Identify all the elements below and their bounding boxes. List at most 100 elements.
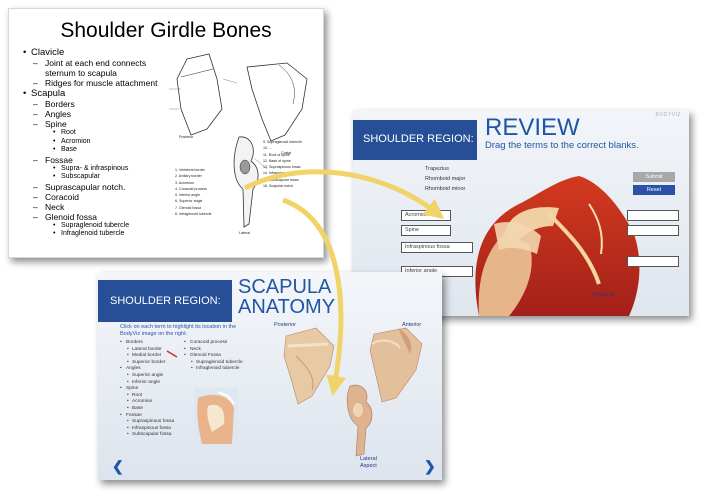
legend-item: 2. Axillary border bbox=[175, 174, 202, 179]
scapula-term-item[interactable]: Root bbox=[120, 393, 210, 400]
outline-item: Acromion bbox=[21, 138, 171, 147]
scapula-term-list-right: Coracoid processNeckGlenoid FossaSupragl… bbox=[184, 340, 264, 373]
scapula-term-item[interactable]: Infraspinous fossa bbox=[120, 426, 210, 433]
outline-item: Angles bbox=[21, 109, 171, 119]
outline-item: Suprascapular notch. bbox=[21, 182, 171, 192]
outline-item: Supraglenoid tubercle bbox=[21, 222, 171, 231]
legend-item: 9. Supraglenoid tubercle bbox=[263, 140, 302, 144]
slide3-title-line2: ANATOMY bbox=[238, 296, 336, 318]
drop-blank-left-2[interactable]: Spine bbox=[401, 225, 451, 236]
slide-shoulder-girdle-bones: Shoulder Girdle Bones ClavicleJoint at e… bbox=[8, 8, 324, 258]
scapula-term-item[interactable]: Fossae bbox=[120, 413, 210, 420]
outline-item: Joint at each end connects bbox=[21, 58, 171, 68]
arrow-to-scapula-icon bbox=[282, 197, 346, 396]
scapula-lateral-view bbox=[346, 384, 373, 457]
forward-arrow-icon[interactable]: ❯ bbox=[424, 458, 436, 474]
scapula-term-item[interactable]: Lateral border bbox=[120, 347, 210, 354]
outline-item: sternum to scapula bbox=[45, 68, 117, 78]
legend-item: 7. Glenoid fossa bbox=[175, 205, 201, 210]
draggable-term-trapezius[interactable]: Trapezius bbox=[425, 166, 449, 172]
scapula-3d-views bbox=[283, 327, 423, 405]
drop-blank-left-3[interactable]: Infraspinous fossa bbox=[401, 242, 473, 253]
lateral-aspect-label-2: Aspect bbox=[360, 463, 377, 469]
slide-review: SHOULDER REGION: REVIEW Drag the terms t… bbox=[353, 110, 689, 316]
scapula-term-item[interactable]: Medial border bbox=[120, 353, 210, 360]
scapula-term-item[interactable]: Supraglenoid tubercle bbox=[184, 360, 264, 367]
outline-item: Scapula bbox=[21, 88, 171, 99]
posterior-diagram-label: Posterior bbox=[179, 135, 194, 139]
outline-item: Infraglenoid tubercle bbox=[21, 230, 171, 239]
outline-item: Subscapular bbox=[21, 173, 171, 182]
posterior-view-label: Posterior bbox=[274, 322, 297, 328]
outline-item: Clavicle bbox=[21, 47, 171, 58]
scapula-term-item[interactable]: Superior angle bbox=[120, 373, 210, 380]
drop-blank-right-2[interactable] bbox=[627, 225, 679, 236]
outline-item: Glenoid fossa bbox=[21, 212, 171, 222]
outline-item: Spine bbox=[21, 119, 171, 129]
scapula-term-item[interactable]: Supraspinous fossa bbox=[120, 419, 210, 426]
arrow-to-review-icon bbox=[243, 169, 445, 219]
bodyviz-brand: BODYVIZ bbox=[655, 112, 681, 118]
back-arrow-icon[interactable]: ❮ bbox=[112, 458, 124, 474]
scapula-term-item[interactable]: Borders bbox=[120, 340, 210, 347]
slide3-header-text: SHOULDER REGION: bbox=[110, 295, 221, 307]
lateral-aspect-label-1: Lateral bbox=[360, 456, 377, 462]
slide1-outline: ClavicleJoint at each end connectssternu… bbox=[21, 47, 171, 239]
scapula-term-item[interactable]: Infraglenoid tubercle bbox=[184, 366, 264, 373]
outline-item: Borders bbox=[21, 99, 171, 109]
outline-item: Neck bbox=[21, 202, 171, 212]
scapula-term-item[interactable]: Glenoid Fossa bbox=[184, 353, 264, 360]
scapula-term-item[interactable]: Angles bbox=[120, 366, 210, 373]
legend-item: 13. Supraspinous fossa bbox=[263, 165, 301, 170]
scapula-term-item[interactable]: Superior border bbox=[120, 360, 210, 367]
slide3-title-line1: SCAPULA bbox=[238, 276, 332, 298]
outline-item: Base bbox=[21, 146, 171, 155]
legend-item: 6. Superior angle bbox=[175, 199, 203, 204]
slide2-header-text: SHOULDER REGION: bbox=[363, 133, 474, 145]
legend-item: 15. Subscapular fossa bbox=[263, 177, 299, 182]
slide1-title: Shoulder Girdle Bones bbox=[60, 19, 272, 42]
scapula-term-item[interactable]: Acromion bbox=[120, 399, 210, 406]
drop-blank-right-3[interactable] bbox=[627, 256, 679, 267]
draggable-term-rhomboid-major[interactable]: Rhomboid major bbox=[425, 176, 466, 182]
reset-button[interactable]: Reset bbox=[633, 185, 675, 195]
slide2-title: REVIEW bbox=[485, 114, 580, 141]
scapula-term-list-left: BordersLateral borderMedial borderSuperi… bbox=[120, 340, 210, 439]
lateral-diagram-label: Lateral bbox=[239, 231, 250, 235]
outline-item: Coracoid bbox=[21, 192, 171, 202]
outline-item: Ridges for muscle attachment bbox=[21, 78, 171, 88]
scapula-term-item[interactable]: Neck bbox=[184, 347, 264, 354]
scapula-line-drawing bbox=[169, 53, 308, 228]
slide3-instruction: Click on each term to highlight its loca… bbox=[120, 324, 237, 337]
scapula-term-item[interactable]: Subscapular fossa bbox=[120, 432, 210, 439]
costal-diagram-label: Costal bbox=[281, 151, 292, 155]
scapula-term-item[interactable]: Spine bbox=[120, 386, 210, 393]
outline-item: Root bbox=[21, 129, 171, 138]
scapula-term-item[interactable]: Base bbox=[120, 406, 210, 413]
outline-item: Supra- & infraspinous bbox=[21, 165, 171, 174]
legend-item: 3. Acromion bbox=[175, 180, 194, 185]
legend-item: 4. Coracoid process bbox=[175, 186, 207, 191]
slide3-header-bar: SHOULDER REGION: bbox=[98, 280, 232, 322]
slide2-header-bar: SHOULDER REGION: bbox=[353, 120, 477, 160]
draggable-term-rhomboid-minor[interactable]: Rhomboid minor bbox=[425, 186, 466, 192]
legend-item: 16. Scapular notch bbox=[263, 184, 293, 189]
outline-item: Fossae bbox=[21, 155, 171, 165]
red-pointer-marker bbox=[166, 350, 178, 358]
legend-item: 1. Vertebral border bbox=[175, 168, 205, 172]
drop-blank-right-1[interactable] bbox=[627, 210, 679, 221]
shoulder-thumbnail-image bbox=[194, 388, 238, 446]
scapula-term-item[interactable]: Coracoid process bbox=[184, 340, 264, 347]
submit-button[interactable]: Submit bbox=[633, 172, 675, 182]
legend-item: 11. Root of spine bbox=[263, 152, 290, 157]
slide-scapula-anatomy: SHOULDER REGION: SCAPULA ANATOMY Click o… bbox=[98, 272, 442, 480]
scapula-term-item[interactable]: Inferior angle bbox=[120, 380, 210, 387]
legend-item: 10. ... bbox=[263, 146, 272, 151]
legend-item: 5. Inferior angle bbox=[175, 193, 200, 198]
legend-item: 8. Infraglenoid tubercle bbox=[175, 212, 212, 217]
legend-item: 12. Base of spine bbox=[263, 158, 291, 163]
posterior-label: Posterior bbox=[593, 292, 616, 298]
anterior-view-label: Anterior bbox=[402, 322, 422, 328]
